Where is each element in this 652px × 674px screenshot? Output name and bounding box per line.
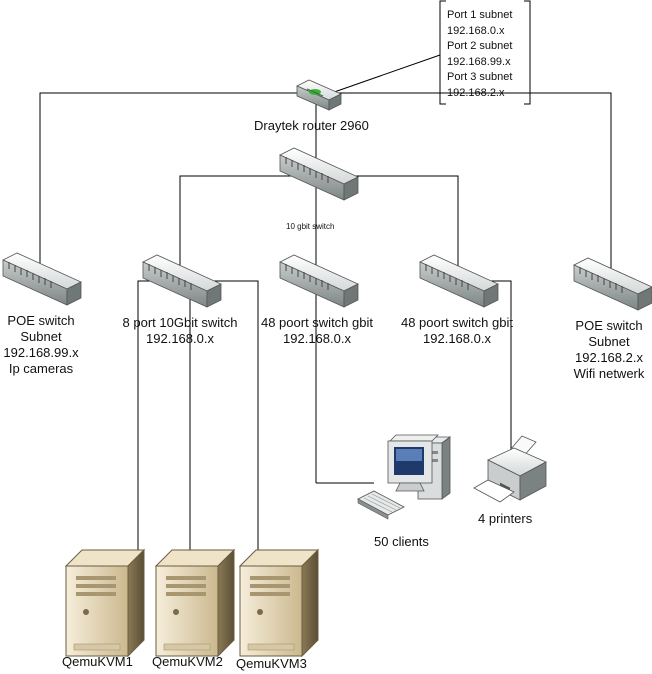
server-label: QemuKVM3 — [236, 656, 307, 671]
48port-switch-clients-icon — [279, 254, 359, 308]
label-line: 48 poort switch gbit — [260, 315, 373, 330]
label-line: Ip cameras — [8, 361, 74, 376]
poe-switch-cameras-label: POE switch Subnet 192.168.99.x Ip camera… — [0, 313, 82, 377]
poe-switch-wifi-label: POE switch Subnet 192.168.2.x Wifi netwe… — [566, 318, 652, 382]
core-10gbit-switch-icon — [279, 147, 359, 201]
router-icon — [296, 79, 342, 111]
label-line: Wifi netwerk — [573, 366, 645, 381]
label-line: 192.168.0.x — [146, 331, 214, 346]
annotation-line: Port 3 subnet — [447, 71, 513, 83]
annotation-line: 192.168.99.x — [447, 55, 511, 68]
poe-switch-wifi-icon — [573, 257, 652, 311]
annotation-line: 192.168.0.x — [447, 24, 505, 37]
label-line: 192.168.0.x — [423, 331, 491, 346]
router-label: Draytek router 2960 — [254, 118, 369, 133]
clients-label: 50 clients — [374, 534, 429, 549]
annotation-line: Port 1 subnet — [447, 9, 513, 21]
workstation-icon — [357, 434, 452, 520]
annotation-line: 192.168.2.x — [447, 86, 505, 99]
label-line: 48 poort switch gbit — [400, 315, 513, 330]
server-qemukvm3-icon — [239, 549, 319, 657]
server-qemukvm1-icon — [65, 549, 145, 657]
printer-icon — [473, 435, 547, 503]
server-label: QemuKVM1 — [62, 654, 133, 669]
48port-switch-printers-label: 48 poort switch gbit 192.168.0.x — [392, 315, 522, 347]
label-line: 8 port 10Gbit switch — [122, 315, 238, 330]
label-line: POE switch — [7, 313, 75, 328]
server-label: QemuKVM2 — [152, 654, 223, 669]
label-line: 192.168.2.x — [575, 350, 643, 365]
annotation-bracket — [439, 0, 531, 105]
core-switch-label: 10 gbit switch — [286, 222, 335, 231]
annotation-line: Port 2 subnet — [447, 40, 513, 52]
8port-10gbit-switch-icon — [142, 254, 222, 308]
poe-switch-cameras-icon — [2, 252, 82, 306]
label-line: 192.168.0.x — [283, 331, 351, 346]
label-line: 192.168.99.x — [3, 345, 79, 360]
server-qemukvm2-icon — [155, 549, 235, 657]
label-line: Subnet — [20, 329, 62, 344]
48port-switch-clients-label: 48 poort switch gbit 192.168.0.x — [252, 315, 382, 347]
8port-switch-label: 8 port 10Gbit switch 192.168.0.x — [112, 315, 248, 347]
label-line: Subnet — [588, 334, 630, 349]
label-line: POE switch — [575, 318, 643, 333]
subnet-annotation: Port 1 subnet 192.168.0.x Port 2 subnet … — [447, 8, 512, 101]
printers-label: 4 printers — [478, 511, 533, 526]
48port-switch-printers-icon — [419, 254, 499, 308]
